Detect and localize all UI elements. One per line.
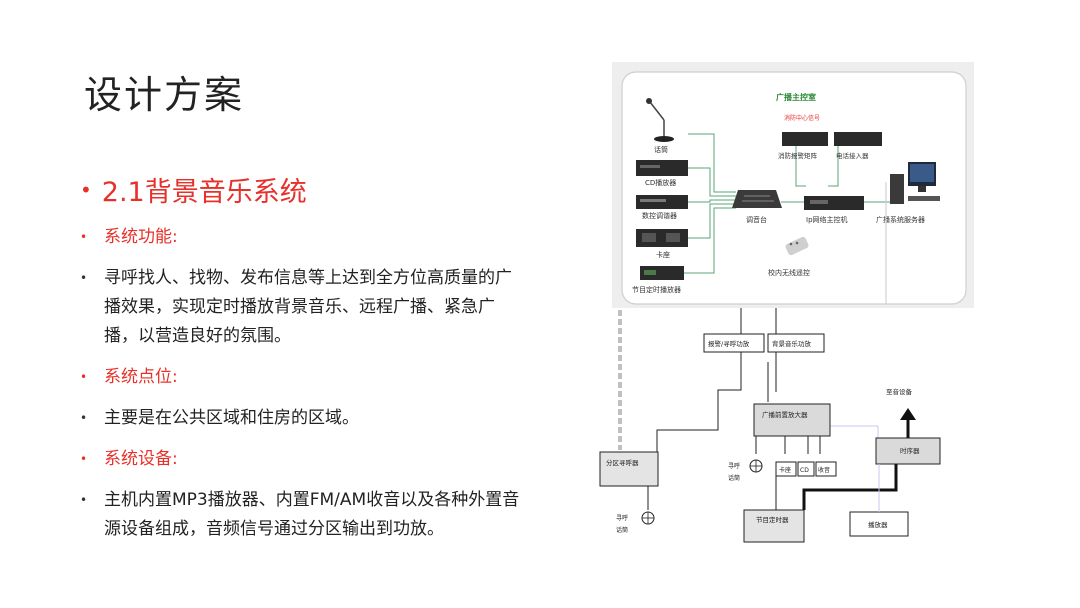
bullet-icon: • <box>80 452 88 466</box>
wireless-remote-icon <box>785 236 809 256</box>
content-column: • 2.1背景音乐系统 • 系统功能: • 寻呼找人、找物、发布信息等上达到全方… <box>80 170 520 556</box>
control-room-label: 广播主控室 <box>776 92 816 102</box>
ip-host-display <box>810 200 828 204</box>
list-item-text: 寻呼找人、找物、发布信息等上达到全方位高质量的广播效果，实现定时播放背景音乐、远… <box>104 268 512 346</box>
list-item-text: 系统设备: <box>104 449 178 469</box>
section-heading: • 2.1背景音乐系统 <box>80 170 520 209</box>
list-item: • 系统设备: <box>80 445 520 474</box>
cassette-deck-window-right <box>666 233 680 242</box>
preamp-label: 广播前置放大器 <box>762 410 808 419</box>
player-label: 播放器 <box>868 520 888 529</box>
zone-pager-mic-icon <box>641 511 655 525</box>
bgm-amp-box <box>767 333 825 353</box>
radio-source-label: 收音 <box>818 466 830 474</box>
mixer-console-icon <box>732 190 782 208</box>
zone-mic-label-top: 寻呼 <box>616 515 628 522</box>
server-label: 广播系统服务器 <box>876 215 925 224</box>
tuner-label: 数控调谐器 <box>642 211 677 220</box>
bullet-icon: • <box>80 177 92 202</box>
list-item-text: 系统点位: <box>104 367 178 387</box>
list-item: • 系统功能: <box>80 223 520 252</box>
fire-alarm-matrix-label: 消防报警矩阵 <box>778 151 818 160</box>
bullet-icon: • <box>80 230 88 244</box>
zone-mic-label-bottom: 话筒 <box>616 526 628 534</box>
bgm-amp-label: 背景音乐功放 <box>772 339 812 348</box>
program-timer-box <box>743 509 805 543</box>
bullet-icon: • <box>80 370 88 384</box>
control-room-frame <box>621 71 967 305</box>
zone-pager-box <box>599 451 659 487</box>
list-item: • 主要是在公共区域和住房的区域。 <box>80 404 520 433</box>
timer-player-label: 节目定时播放器 <box>632 285 681 294</box>
fire-alarm-matrix-icon <box>782 132 828 146</box>
pager-mic-label-bottom: 话筒 <box>728 474 740 482</box>
cd-source-label: CD <box>800 467 809 474</box>
to-audio-label: 至音设备 <box>886 387 913 396</box>
cd-player-label: CD播放器 <box>645 178 676 187</box>
bullet-icon: • <box>80 411 88 425</box>
player-box <box>849 511 909 537</box>
source-connection-lines <box>684 133 896 274</box>
bullet-icon: • <box>80 271 88 285</box>
pager-mic-icon <box>749 459 763 473</box>
preamp-box <box>753 403 831 437</box>
microphone-label: 话筒 <box>654 145 668 154</box>
timer-player-icon <box>640 266 684 280</box>
cassette-deck-window-left <box>642 233 656 242</box>
alarm-amp-box <box>703 333 765 353</box>
page-title: 设计方案 <box>84 73 245 117</box>
fire-signal-label: 消防中心信号 <box>784 114 820 122</box>
program-timer-label: 节目定时器 <box>756 515 789 524</box>
up-arrow-icon <box>900 408 916 420</box>
ip-host-label: Ip网络主控机 <box>806 215 848 224</box>
cd-player-icon <box>636 160 688 176</box>
zone-pager-label: 分区寻呼器 <box>606 458 639 467</box>
pager-mic-label-top: 寻呼 <box>728 463 740 470</box>
tuner-display <box>640 199 666 202</box>
cassette-source-box <box>775 461 797 477</box>
list-item-text: 主要是在公共区域和住房的区域。 <box>104 408 359 428</box>
mixer-console-label: 调音台 <box>746 215 767 224</box>
broadcast-system-diagram: 广播主控室 消防中心信号 话筒 CD播放器 数控调谐器 卡座 节目定时播放器 <box>599 62 974 543</box>
phone-access-label: 电话接入器 <box>836 151 869 160</box>
cd-player-slot <box>640 165 660 168</box>
list-item: • 系统点位: <box>80 363 520 392</box>
microphone-icon <box>646 98 674 142</box>
cassette-deck-label: 卡座 <box>656 250 670 259</box>
power-lines <box>802 418 910 510</box>
wireless-remote-label: 校内无线遥控 <box>768 268 810 277</box>
bullet-icon: • <box>80 493 88 507</box>
list-item: • 寻呼找人、找物、发布信息等上达到全方位高质量的广播效果，实现定时播放背景音乐… <box>80 264 520 351</box>
sequencer-box <box>875 437 941 465</box>
section-heading-text: 2.1背景音乐系统 <box>101 177 307 208</box>
list-item: • 主机内置MP3播放器、内置FM/AM收音以及各种外置音源设备组成，音频信号通… <box>80 486 520 544</box>
server-computer-icon <box>890 162 940 204</box>
cassette-source-label: 卡座 <box>779 466 791 474</box>
list-item-text: 系统功能: <box>104 227 178 247</box>
phone-access-icon <box>834 132 882 146</box>
alarm-amp-label: 报警/寻呼功放 <box>708 339 750 348</box>
cd-source-box <box>797 461 815 477</box>
list-item-text: 主机内置MP3播放器、内置FM/AM收音以及各种外置音源设备组成，音频信号通过分… <box>104 490 520 539</box>
ip-host-icon <box>804 196 864 210</box>
timer-player-display <box>644 270 656 275</box>
sequencer-label: 时序器 <box>900 446 920 455</box>
radio-source-box <box>815 461 837 477</box>
